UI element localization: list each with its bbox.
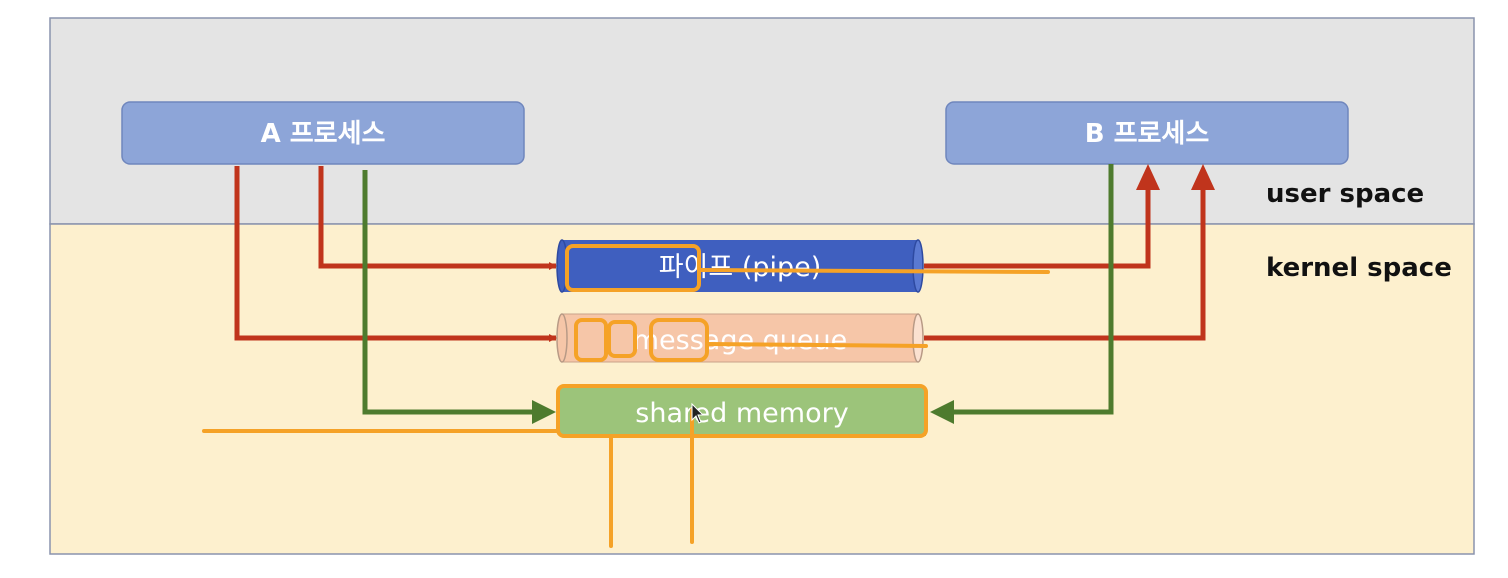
mouse-cursor-icon [691,402,705,424]
arrow-a-to-pipe [318,166,557,270]
process-b-label: B 프로세스 [1085,119,1210,149]
process-a: A 프로세스 [121,101,525,165]
annotation-queue-block-3 [649,318,709,362]
arrow-queue-to-b-head [1191,164,1215,190]
arrow-queue-to-b [924,172,1206,341]
annotation-queue-strike [706,342,928,348]
annotation-pipe-strike [698,268,1050,274]
shared-memory-channel: shared memory [560,388,926,436]
arrow-b-to-shm [946,164,1114,415]
annotation-queue-block-1 [574,318,608,362]
arrow-a-to-queue [234,166,557,342]
user-space-label: user space [1266,179,1424,209]
process-a-label: A 프로세스 [261,119,386,149]
annotation-pipe-highlight [565,244,701,292]
annotation-shm-outline [556,384,928,438]
pipe-label: 파이프 (pipe) [659,252,822,283]
arrow-pipe-to-b [924,172,1151,269]
process-b-box [945,101,1349,165]
arrow-a-to-shm-head [532,400,556,424]
orange-annotations [202,244,1050,548]
kernel-space-label: kernel space [1266,253,1452,283]
arrow-a-to-shm [362,170,540,415]
queue-label: message queue [633,325,848,356]
annotation-queue-block-2 [607,320,637,358]
shm-body [560,388,926,436]
arrow-pipe-to-b-head [1136,164,1160,190]
pipe-right-cap [912,239,924,293]
shm-label: shared memory [635,398,848,429]
pipe-channel: 파이프 (pipe) [556,239,924,293]
queue-left-cap [556,313,568,363]
queue-right-cap [912,313,924,363]
pipe-body [562,240,918,292]
process-a-box [121,101,525,165]
arrow-b-to-shm-head [930,400,954,424]
process-b: B 프로세스 [945,101,1349,165]
